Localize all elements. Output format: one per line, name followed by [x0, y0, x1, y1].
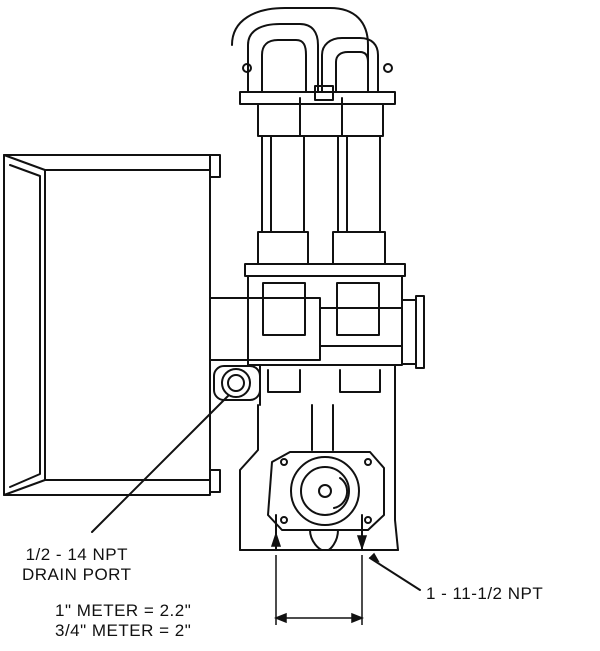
valve-body — [209, 275, 425, 551]
bypass-elbows — [231, 7, 396, 137]
drain-port-label-size: 1/2 - 14 NPT — [25, 545, 128, 564]
vertical-tubes — [244, 135, 406, 277]
control-housing — [3, 154, 221, 496]
inlet-outlet-leader — [369, 557, 421, 591]
meter-dimension-line — [273, 555, 365, 625]
drain-port-leader — [91, 395, 229, 533]
meter-flange — [267, 451, 385, 531]
drain-port-label-name: DRAIN PORT — [22, 565, 132, 584]
flow-arrows — [270, 531, 380, 563]
one-inch-meter-spacing: 1" METER = 2.2" — [55, 601, 192, 620]
outlet-arrow — [356, 535, 368, 551]
three-quarter-meter-spacing: 3/4" METER = 2" — [55, 621, 192, 640]
meter-spacing-label: 1" METER = 2.2" 3/4" METER = 2" — [55, 601, 191, 641]
inlet-arrow — [270, 531, 282, 547]
inlet-outlet-thread-label: 1 - 11-1/2 NPT — [426, 584, 544, 603]
drain-port-label: 1/2 - 14 NPT DRAIN PORT — [22, 545, 132, 585]
drain-port-fitting — [213, 365, 261, 401]
